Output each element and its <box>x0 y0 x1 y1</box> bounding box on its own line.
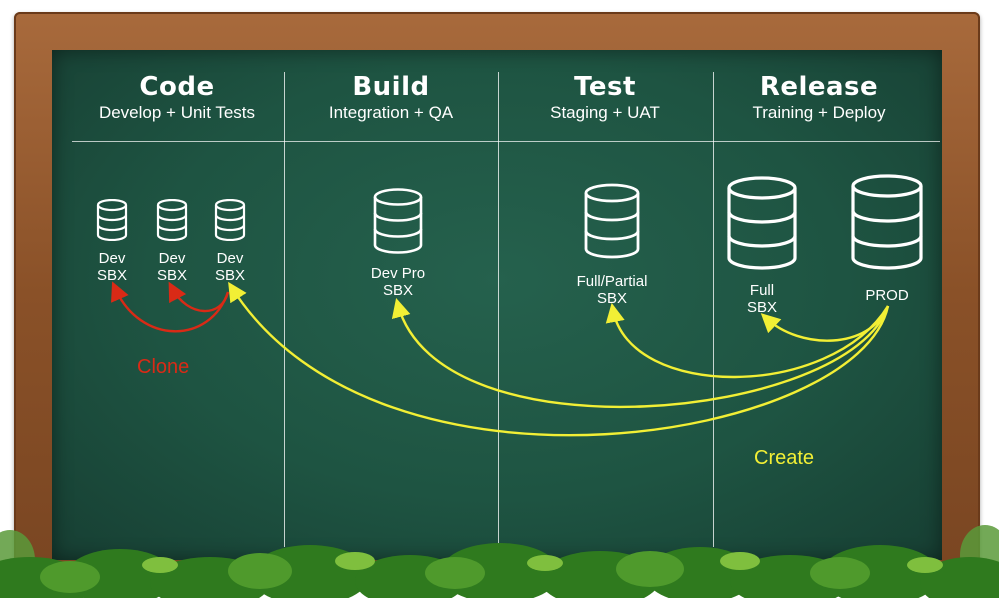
header-divider <box>72 141 940 142</box>
clone-arrow <box>111 281 230 333</box>
column-build: Build Integration + QA <box>284 70 498 122</box>
sandbox-label-line: Dev <box>98 250 126 267</box>
sandbox-label-line: SBX <box>156 267 187 284</box>
column-subtitle: Develop + Unit Tests <box>98 103 256 122</box>
foliage <box>0 525 999 598</box>
sandbox-label-line: Dev Pro <box>370 265 426 282</box>
chalkboard <box>52 50 942 560</box>
column-test: Test Staging + UAT <box>498 70 712 122</box>
sandbox-label-line: SBX <box>96 267 127 284</box>
sandbox-label-line: SBX <box>746 299 777 316</box>
clone-arrow <box>168 281 230 313</box>
sandbox-label-dev: Dev SBX <box>205 250 255 284</box>
column-title: Code <box>139 72 215 102</box>
sandbox-label-line: SBX <box>596 290 627 307</box>
database-icon <box>214 199 246 241</box>
column-divider <box>284 72 285 547</box>
create-arrow <box>391 298 890 408</box>
sandbox-label-full: Full SBX <box>737 282 787 316</box>
sandbox-label-line: Full <box>749 282 775 299</box>
sandbox-label-line: SBX <box>382 282 413 299</box>
sandbox-label-dev: Dev SBX <box>147 250 197 284</box>
sandbox-label-partial: Full/Partial SBX <box>562 273 662 307</box>
database-icon <box>373 188 423 254</box>
sandbox-label-prod: PROD <box>852 287 922 304</box>
database-icon <box>584 183 640 259</box>
sandbox-label-devpro: Dev Pro SBX <box>358 265 438 299</box>
column-subtitle: Training + Deploy <box>752 103 886 122</box>
sandbox-label-line: Dev <box>158 250 186 267</box>
database-icon <box>727 176 797 270</box>
sandbox-label-line: Full/Partial <box>576 273 648 290</box>
column-title: Build <box>352 72 430 102</box>
create-arrow <box>760 305 890 342</box>
create-label: Create <box>754 447 815 469</box>
sandbox-label-line: Dev <box>216 250 244 267</box>
column-subtitle: Integration + QA <box>328 103 454 122</box>
clone-label: Clone <box>137 356 190 378</box>
column-release: Release Training + Deploy <box>712 70 926 122</box>
column-subtitle: Staging + UAT <box>550 103 660 122</box>
sandbox-label-line: SBX <box>214 267 245 284</box>
column-code: Code Develop + Unit Tests <box>70 70 284 122</box>
database-icon <box>156 199 188 241</box>
sandbox-label-line: PROD <box>865 287 909 304</box>
database-icon <box>851 174 923 270</box>
create-arrow <box>228 281 890 437</box>
column-title: Release <box>759 72 879 102</box>
sandbox-label-dev: Dev SBX <box>87 250 137 284</box>
column-divider <box>498 72 499 547</box>
database-icon <box>96 199 128 241</box>
column-title: Test <box>574 72 636 102</box>
create-arrow <box>605 302 890 379</box>
column-divider <box>713 72 714 547</box>
